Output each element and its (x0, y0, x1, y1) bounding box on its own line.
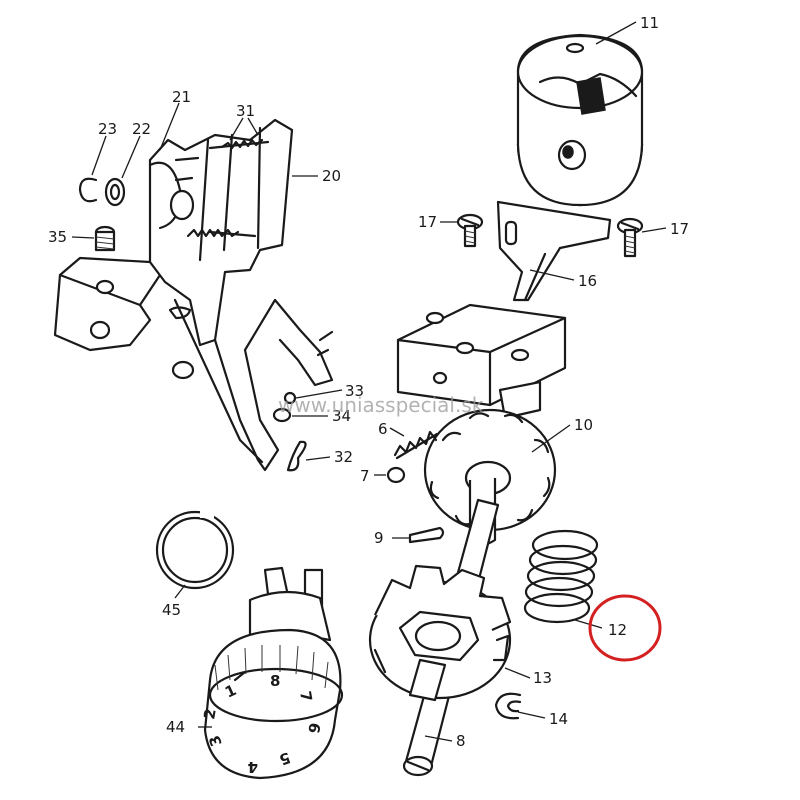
part-33-ball (283, 391, 297, 405)
part-35-set-screw (94, 225, 116, 252)
part-7-ball (386, 466, 406, 484)
label-31: 31 (236, 102, 255, 120)
part-6-small-spring (393, 430, 439, 460)
label-45: 45 (162, 601, 181, 619)
part-number-labels: 11 21 31 23 22 20 35 17 17 16 33 34 6 10… (48, 14, 689, 750)
label-13: 13 (533, 669, 552, 687)
label-32: 32 (334, 448, 353, 466)
label-34: 34 (332, 407, 351, 425)
part-12-spring (523, 529, 599, 624)
part-34-nut (272, 407, 292, 423)
label-17-right: 17 (670, 220, 689, 238)
label-8: 8 (456, 732, 466, 750)
label-23: 23 (98, 120, 117, 138)
label-9: 9 (374, 529, 384, 547)
left-frame-assembly (53, 118, 334, 472)
leader-lines (71, 21, 667, 742)
part-9-pin (408, 526, 445, 544)
label-22: 22 (132, 120, 151, 138)
label-16: 16 (578, 272, 597, 290)
dial-number-2: 2 (200, 707, 220, 720)
part-13-star-wheel (368, 564, 512, 702)
part-45-snap-ring (155, 510, 235, 590)
dial-number-7: 7 (296, 690, 316, 703)
part-11-drum (516, 33, 644, 207)
label-10: 10 (574, 416, 593, 434)
center-block (396, 303, 567, 420)
dial-number-8: 8 (270, 672, 280, 690)
part-23-clip (78, 177, 98, 203)
part-10-cam-wheel (423, 408, 557, 547)
label-20: 20 (322, 167, 341, 185)
label-11: 11 (640, 14, 659, 32)
label-14: 14 (549, 710, 568, 728)
label-6: 6 (378, 420, 388, 438)
part-17-screw-left (456, 213, 484, 248)
watermark-text: www.uniasspecial.sk (278, 393, 484, 417)
part-44-dial-knob (203, 566, 344, 780)
part-22-washer (104, 177, 126, 207)
part-16-bracket (496, 200, 612, 302)
highlight-circle (588, 594, 662, 662)
label-35: 35 (48, 228, 67, 246)
part-32-spring-clip (286, 440, 307, 472)
label-7: 7 (360, 467, 370, 485)
label-17-left: 17 (418, 213, 437, 231)
dial-number-group: 1 8 7 2 6 3 4 5 (200, 672, 324, 776)
part-17-screw-right (616, 217, 644, 258)
label-33: 33 (345, 382, 364, 400)
label-44: 44 (166, 718, 185, 736)
label-12: 12 (608, 621, 627, 639)
dial-number-4: 4 (248, 758, 258, 776)
dial-number-6: 6 (304, 721, 324, 734)
part-14-clip (494, 692, 522, 720)
label-21: 21 (172, 88, 191, 106)
